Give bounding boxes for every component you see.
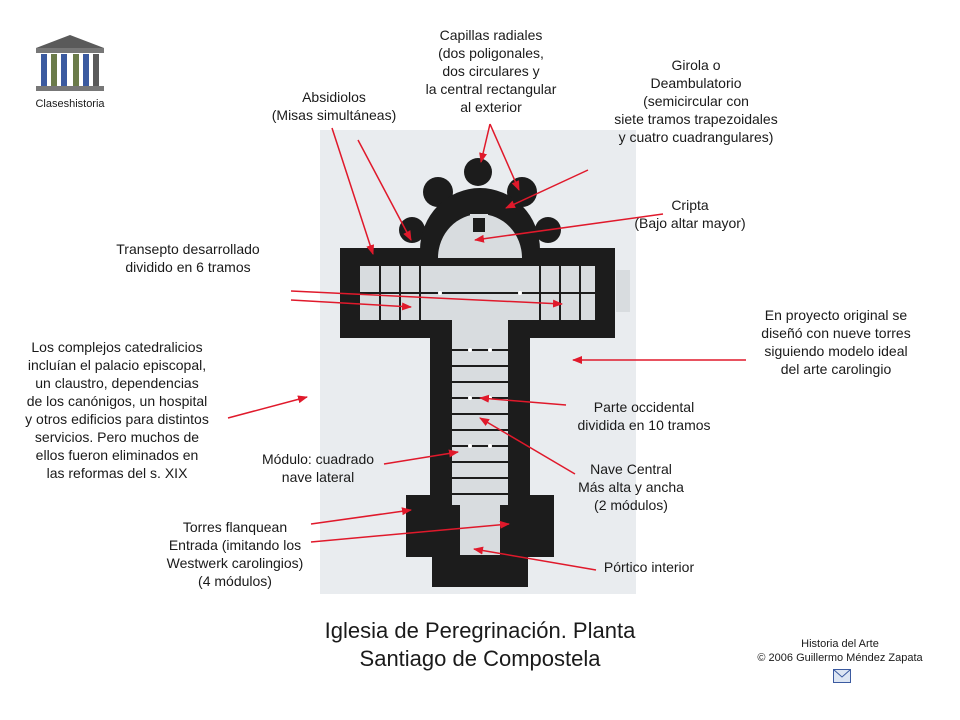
- logo: [30, 32, 110, 101]
- label-transepto: Transepto desarrollado dividido en 6 tra…: [116, 241, 260, 275]
- arrow-complejos: [227, 395, 308, 419]
- label-capillas-radiales: Capillas radiales (dos poligonales, dos …: [425, 27, 557, 115]
- greek-temple-icon: [36, 35, 104, 91]
- credit: Historia del Arte © 2006 Guillermo Ménde…: [757, 638, 923, 664]
- slide-title: Iglesia de Peregrinación. Planta Santiag…: [324, 618, 636, 671]
- label-girola: Girola o Deambulatorio (semicircular con…: [614, 57, 778, 145]
- label-torres: Torres flanquean Entrada (imitando los W…: [166, 519, 304, 589]
- logo-text: Claseshistoria: [35, 98, 105, 110]
- envelope-icon[interactable]: [833, 669, 851, 688]
- label-modulo: Módulo: cuadrado nave lateral: [261, 451, 375, 485]
- label-cripta: Cripta (Bajo altar mayor): [634, 197, 746, 231]
- label-parte-occidental: Parte occidental dividida en 10 tramos: [577, 399, 711, 433]
- label-complejos-catedralicios: Los complejos catedralicios incluían el …: [25, 339, 209, 481]
- label-nave-central: Nave Central Más alta y ancha (2 módulos…: [578, 461, 684, 513]
- label-proyecto-original: En proyecto original se diseñó con nueve…: [761, 307, 911, 377]
- label-absidiolos: Absidiolos (Misas simultáneas): [271, 89, 397, 123]
- label-portico-interior: Pórtico interior: [603, 559, 695, 575]
- floor-plan-image: [320, 130, 636, 594]
